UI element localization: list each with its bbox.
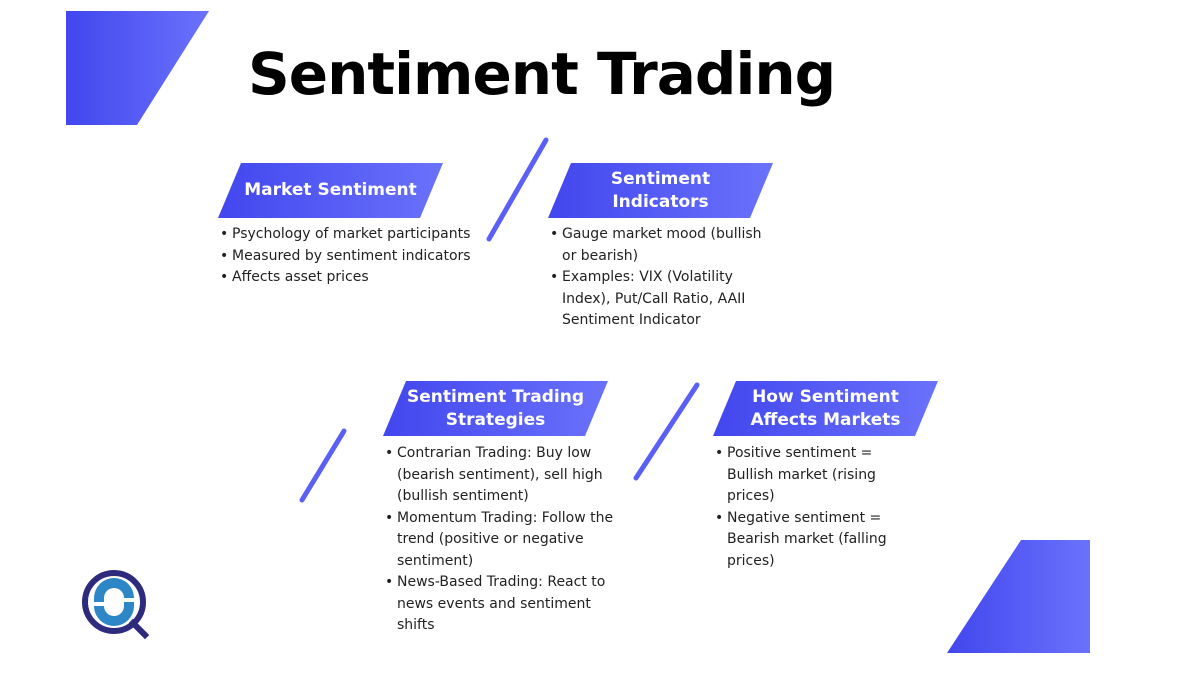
section-list-how-sentiment-affects-markets: Positive sentiment = Bullish market (ris… — [715, 443, 915, 572]
decor-slash-3 — [633, 382, 700, 481]
sq-logo-icon — [82, 570, 150, 640]
section-heading: How Sentiment Affects Markets — [750, 386, 901, 430]
list-item: Negative sentiment = Bearish market (fal… — [715, 508, 915, 573]
list-item: Contrarian Trading: Buy low (bearish sen… — [385, 443, 615, 508]
section-header-trading-strategies: Sentiment Trading Strategies — [383, 381, 608, 436]
section-header-how-sentiment-affects-markets: How Sentiment Affects Markets — [713, 381, 938, 436]
section-list-market-sentiment: Psychology of market participants Measur… — [220, 224, 480, 289]
decor-slash-1 — [486, 137, 549, 242]
list-item: Psychology of market participants — [220, 224, 480, 246]
section-list-trading-strategies: Contrarian Trading: Buy low (bearish sen… — [385, 443, 615, 637]
section-heading: Sentiment Trading Strategies — [406, 386, 585, 430]
section-list-sentiment-indicators: Gauge market mood (bullish or bearish) E… — [550, 224, 778, 332]
decor-slash-2 — [299, 428, 347, 503]
page-title: Sentiment Trading — [248, 40, 836, 108]
list-item: Gauge market mood (bullish or bearish) — [550, 224, 778, 267]
list-item: Positive sentiment = Bullish market (ris… — [715, 443, 915, 508]
section-header-sentiment-indicators: Sentiment Indicators — [548, 163, 773, 218]
list-item: News-Based Trading: React to news events… — [385, 572, 615, 637]
section-heading: Market Sentiment — [244, 180, 417, 200]
list-item: Examples: VIX (Volatility Index), Put/Ca… — [550, 267, 778, 332]
section-heading: Sentiment Indicators — [610, 168, 711, 212]
list-item: Measured by sentiment indicators — [220, 246, 480, 268]
section-header-market-sentiment: Market Sentiment — [218, 163, 443, 218]
list-item: Affects asset prices — [220, 267, 480, 289]
list-item: Momentum Trading: Follow the trend (posi… — [385, 508, 615, 573]
